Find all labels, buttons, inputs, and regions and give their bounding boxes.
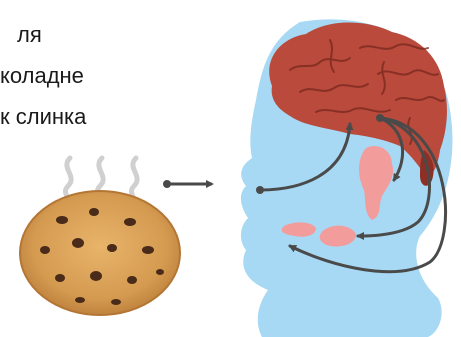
stimulus-arrow <box>163 180 212 188</box>
brain-node <box>376 114 384 122</box>
nose-node <box>256 186 264 194</box>
cookie-image <box>20 191 180 315</box>
